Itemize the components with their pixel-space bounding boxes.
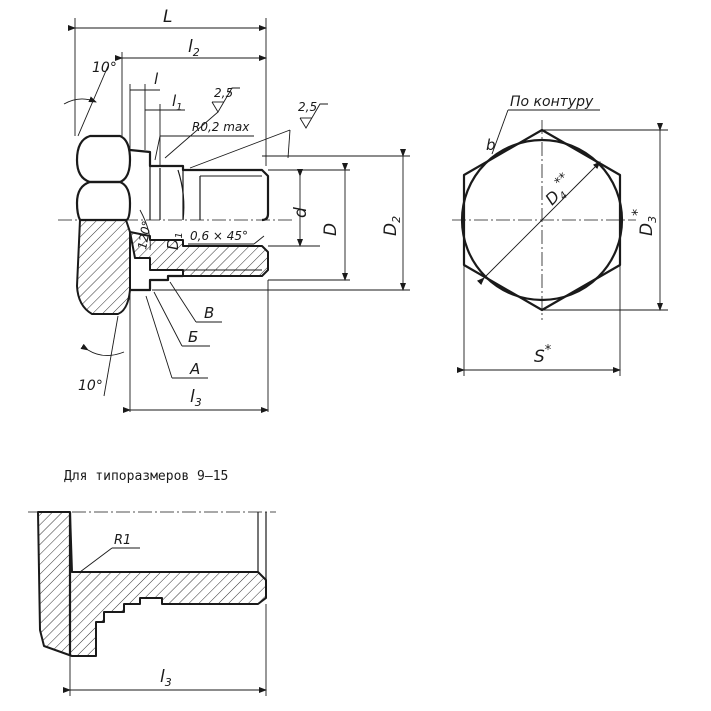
label-detail-l3: l3	[160, 667, 172, 689]
body-wall-section	[129, 231, 269, 277]
angle-arc-top	[63, 96, 97, 105]
roughness-leader-b2	[287, 129, 291, 159]
label-D: D	[321, 223, 341, 236]
label-l: l	[154, 70, 159, 88]
body-upper-outline	[129, 148, 270, 222]
label-l1: l1	[172, 92, 183, 113]
dim-D4	[476, 161, 601, 286]
label-D3: D3*	[630, 209, 659, 236]
label-b: b	[486, 136, 496, 154]
contour-leader	[491, 109, 509, 155]
label-roughness-b: 2,5	[298, 100, 317, 114]
label-R1: R1	[114, 533, 131, 548]
roughness-symbol-b	[299, 103, 328, 129]
label-l3: l3	[190, 387, 202, 409]
r1-leader	[79, 547, 113, 573]
label-contour: По контуру	[510, 94, 594, 110]
caption-sizes: Для типоразмеров 9–15	[64, 469, 228, 484]
label-chamfer: 0,6 × 45°	[190, 229, 248, 243]
label-d: d	[291, 207, 311, 218]
angle-leader-top	[77, 65, 109, 137]
front-view	[58, 18, 410, 413]
undercut-curve	[177, 169, 185, 221]
label-D4: D4**	[539, 170, 580, 211]
label-D2: D2	[381, 216, 403, 236]
hex-head-section	[76, 219, 131, 315]
angle-arc-120	[139, 209, 151, 251]
roughness-symbol-a	[211, 87, 240, 113]
detail-view	[28, 511, 276, 696]
rmax-leader	[154, 135, 161, 161]
label-angle-120: 120°	[135, 220, 154, 251]
label-A: А	[189, 360, 200, 378]
label-B-cyr: Б	[188, 328, 198, 346]
label-L: L	[163, 7, 172, 27]
label-angle-bottom: 10°	[78, 378, 103, 394]
label-angle-top: 10°	[92, 60, 117, 76]
leader-A	[145, 295, 173, 379]
angle-leader-bottom	[103, 315, 119, 397]
label-roughness-a: 2,5	[214, 86, 233, 100]
body-lower-step	[130, 274, 183, 292]
label-V: В	[204, 304, 214, 322]
label-l2: l2	[188, 37, 200, 59]
detail-section	[37, 511, 267, 657]
label-S: S*	[534, 343, 552, 367]
labels: L l2 l l1 10° 10° 2,5 2,5 R0,2 max 0,6 ×…	[64, 7, 659, 689]
roughness-leader-b1	[189, 129, 291, 169]
leader-B-cyr	[153, 291, 183, 347]
label-D1: D1	[164, 232, 185, 250]
leader-V	[169, 281, 197, 323]
roughness-leader-a	[164, 111, 219, 159]
chamfer-leader	[253, 235, 265, 245]
end-view	[452, 109, 668, 376]
angle-arc-bottom	[80, 343, 125, 356]
label-r-max: R0,2 max	[192, 120, 250, 134]
hex-face-middle	[75, 180, 132, 222]
hex-face-top	[75, 134, 132, 184]
